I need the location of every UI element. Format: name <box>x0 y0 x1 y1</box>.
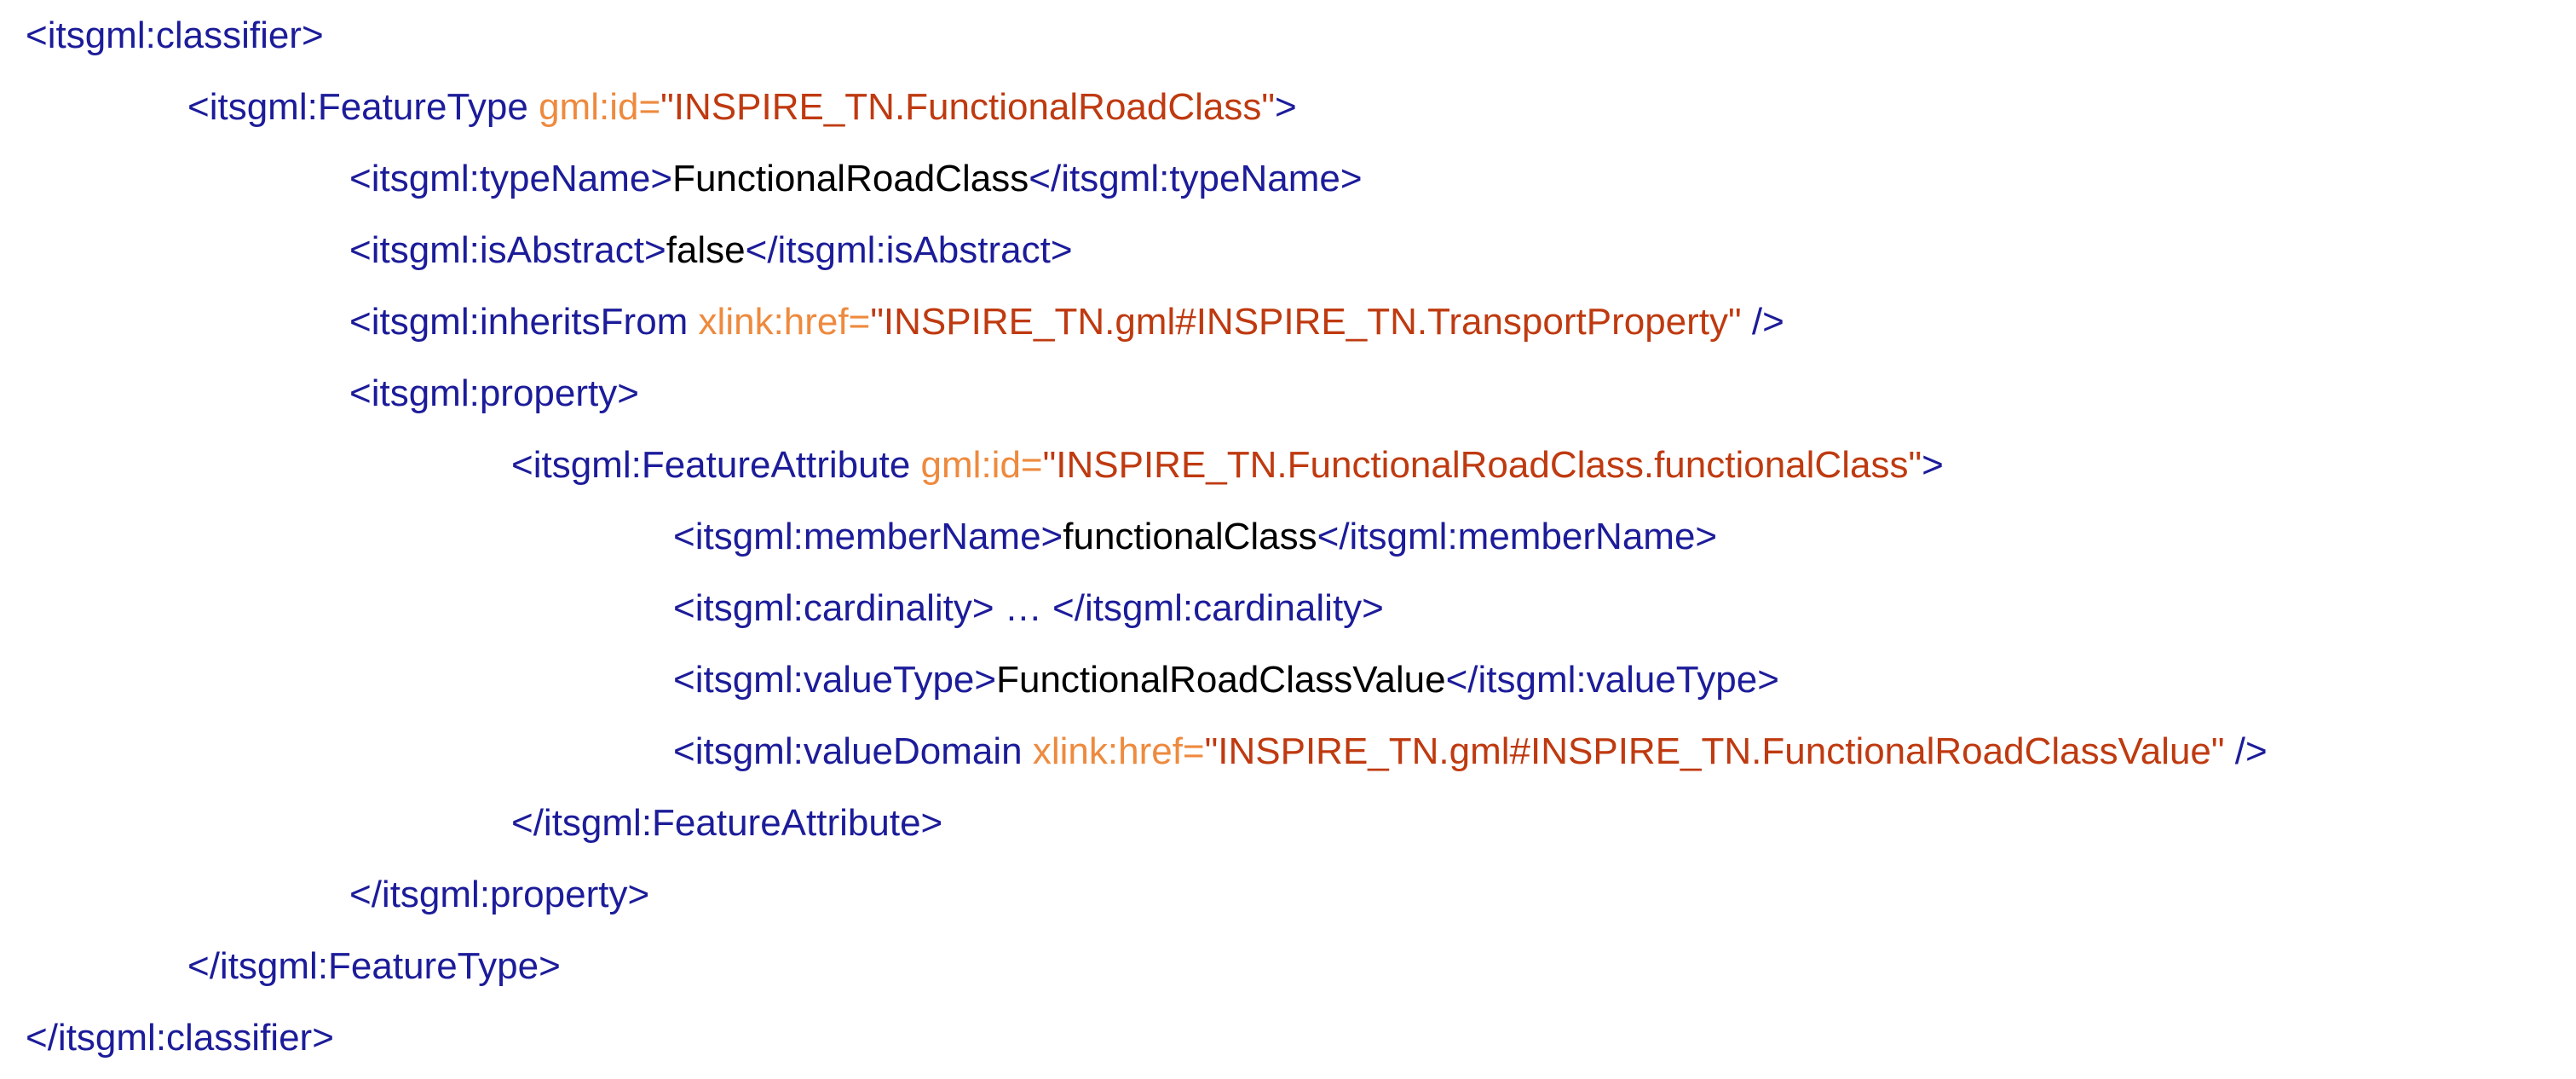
code-line: <itsgml:memberName>functionalClass</itsg… <box>673 511 1717 563</box>
code-line: <itsgml:cardinality> … </itsgml:cardinal… <box>673 583 1384 634</box>
tag-token: <itsgml:FeatureAttribute <box>511 444 921 486</box>
tag-token: </itsgml:memberName> <box>1317 516 1718 557</box>
tag-token: </itsgml:property> <box>349 874 650 915</box>
code-line: <itsgml:isAbstract>false</itsgml:isAbstr… <box>349 225 1073 276</box>
code-line: </itsgml:property> <box>349 869 649 920</box>
tag-token: <itsgml:valueType> <box>673 659 997 701</box>
code-line: <itsgml:FeatureType gml:id="INSPIRE_TN.F… <box>187 82 1297 133</box>
code-line: <itsgml:property> <box>349 368 639 419</box>
tag-token: <itsgml:inheritsFrom <box>349 301 699 343</box>
code-line: <itsgml:inheritsFrom xlink:href="INSPIRE… <box>349 297 1784 348</box>
tag-token: /> <box>1741 301 1784 343</box>
tag-token: <itsgml:valueDomain <box>673 730 1033 772</box>
tag-token: <itsgml:isAbstract> <box>349 229 666 271</box>
tag-token: </itsgml:FeatureAttribute> <box>511 802 943 844</box>
code-line: <itsgml:FeatureAttribute gml:id="INSPIRE… <box>511 440 1944 491</box>
text-content-token: FunctionalRoadClassValue <box>996 659 1446 701</box>
code-line: </itsgml:classifier> <box>26 1013 334 1064</box>
tag-token: <itsgml:cardinality> … </itsgml:cardinal… <box>673 587 1384 629</box>
tag-token: <itsgml:typeName> <box>349 158 673 199</box>
code-line: </itsgml:FeatureAttribute> <box>511 798 942 849</box>
attr-name-token: gml:id= <box>539 86 661 128</box>
attr-value-token: "INSPIRE_TN.FunctionalRoadClass" <box>660 86 1275 128</box>
attr-value-token: "INSPIRE_TN.gml#INSPIRE_TN.FunctionalRoa… <box>1204 730 2225 772</box>
tag-token: <itsgml:classifier> <box>26 14 324 56</box>
tag-token: > <box>1275 86 1297 128</box>
tag-token: </itsgml:isAbstract> <box>745 229 1073 271</box>
tag-token: <itsgml:property> <box>349 372 639 414</box>
tag-token: <itsgml:FeatureType <box>187 86 539 128</box>
code-line: <itsgml:classifier> <box>26 10 324 61</box>
tag-token: /> <box>2224 730 2268 772</box>
attr-name-token: xlink:href= <box>698 301 871 343</box>
attr-name-token: xlink:href= <box>1032 730 1205 772</box>
tag-token: </itsgml:FeatureType> <box>187 945 561 987</box>
attr-value-token: "INSPIRE_TN.gml#INSPIRE_TN.TransportProp… <box>870 301 1742 343</box>
code-line: <itsgml:typeName>FunctionalRoadClass</it… <box>349 153 1363 205</box>
tag-token: <itsgml:memberName> <box>673 516 1063 557</box>
tag-token: </itsgml:valueType> <box>1445 659 1779 701</box>
tag-token: > <box>1922 444 1944 486</box>
text-content-token: functionalClass <box>1063 516 1317 557</box>
text-content-token: false <box>666 229 746 271</box>
code-line: </itsgml:FeatureType> <box>187 941 561 992</box>
code-line: <itsgml:valueDomain xlink:href="INSPIRE_… <box>673 726 2268 777</box>
tag-token: </itsgml:typeName> <box>1029 158 1363 199</box>
attr-name-token: gml:id= <box>920 444 1043 486</box>
attr-value-token: "INSPIRE_TN.FunctionalRoadClass.function… <box>1042 444 1922 486</box>
text-content-token: FunctionalRoadClass <box>672 158 1029 199</box>
tag-token: </itsgml:classifier> <box>26 1017 334 1059</box>
code-line: <itsgml:valueType>FunctionalRoadClassVal… <box>673 655 1779 706</box>
